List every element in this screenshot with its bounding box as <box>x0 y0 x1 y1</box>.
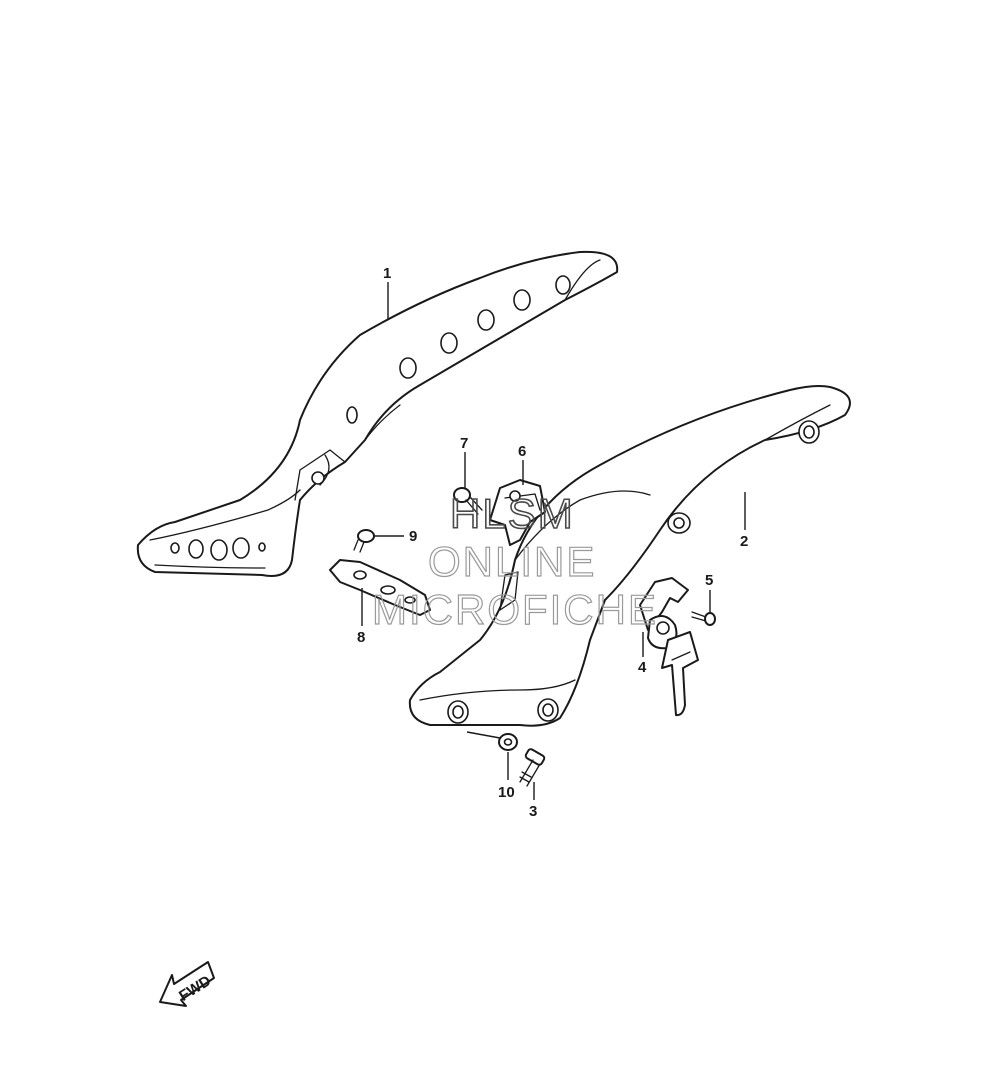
watermark-line2: ONLINE <box>428 538 596 585</box>
bracket-6[interactable] <box>489 479 546 546</box>
helmet-lock-4[interactable] <box>639 577 699 717</box>
callout-7: 7 <box>460 435 468 452</box>
bolt-3[interactable] <box>519 748 546 787</box>
washer-10[interactable] <box>498 733 518 751</box>
screw-9[interactable] <box>353 529 375 553</box>
leader-lines <box>361 282 746 800</box>
callout-1: 1 <box>383 265 391 282</box>
callout-10: 10 <box>498 784 515 801</box>
spacer-plate-8[interactable] <box>329 559 431 616</box>
grab-rail-right[interactable] <box>408 385 851 727</box>
callout-8: 8 <box>357 629 365 646</box>
watermark-line3: MICROFICHE <box>372 586 658 633</box>
callout-2: 2 <box>740 533 748 550</box>
callout-6: 6 <box>518 443 526 460</box>
watermark-line1: HLSM <box>450 490 575 537</box>
watermark: HLSM ONLINE MICROFICHE <box>371 489 658 633</box>
callout-3: 3 <box>529 803 537 820</box>
callout-4: 4 <box>638 659 647 676</box>
bolt-7[interactable] <box>453 487 483 515</box>
fwd-arrow-icon: FWD <box>159 961 215 1007</box>
callout-5: 5 <box>705 572 713 589</box>
screw-5[interactable] <box>691 611 716 626</box>
callout-9: 9 <box>409 528 417 545</box>
grab-rail-left[interactable] <box>136 250 619 577</box>
